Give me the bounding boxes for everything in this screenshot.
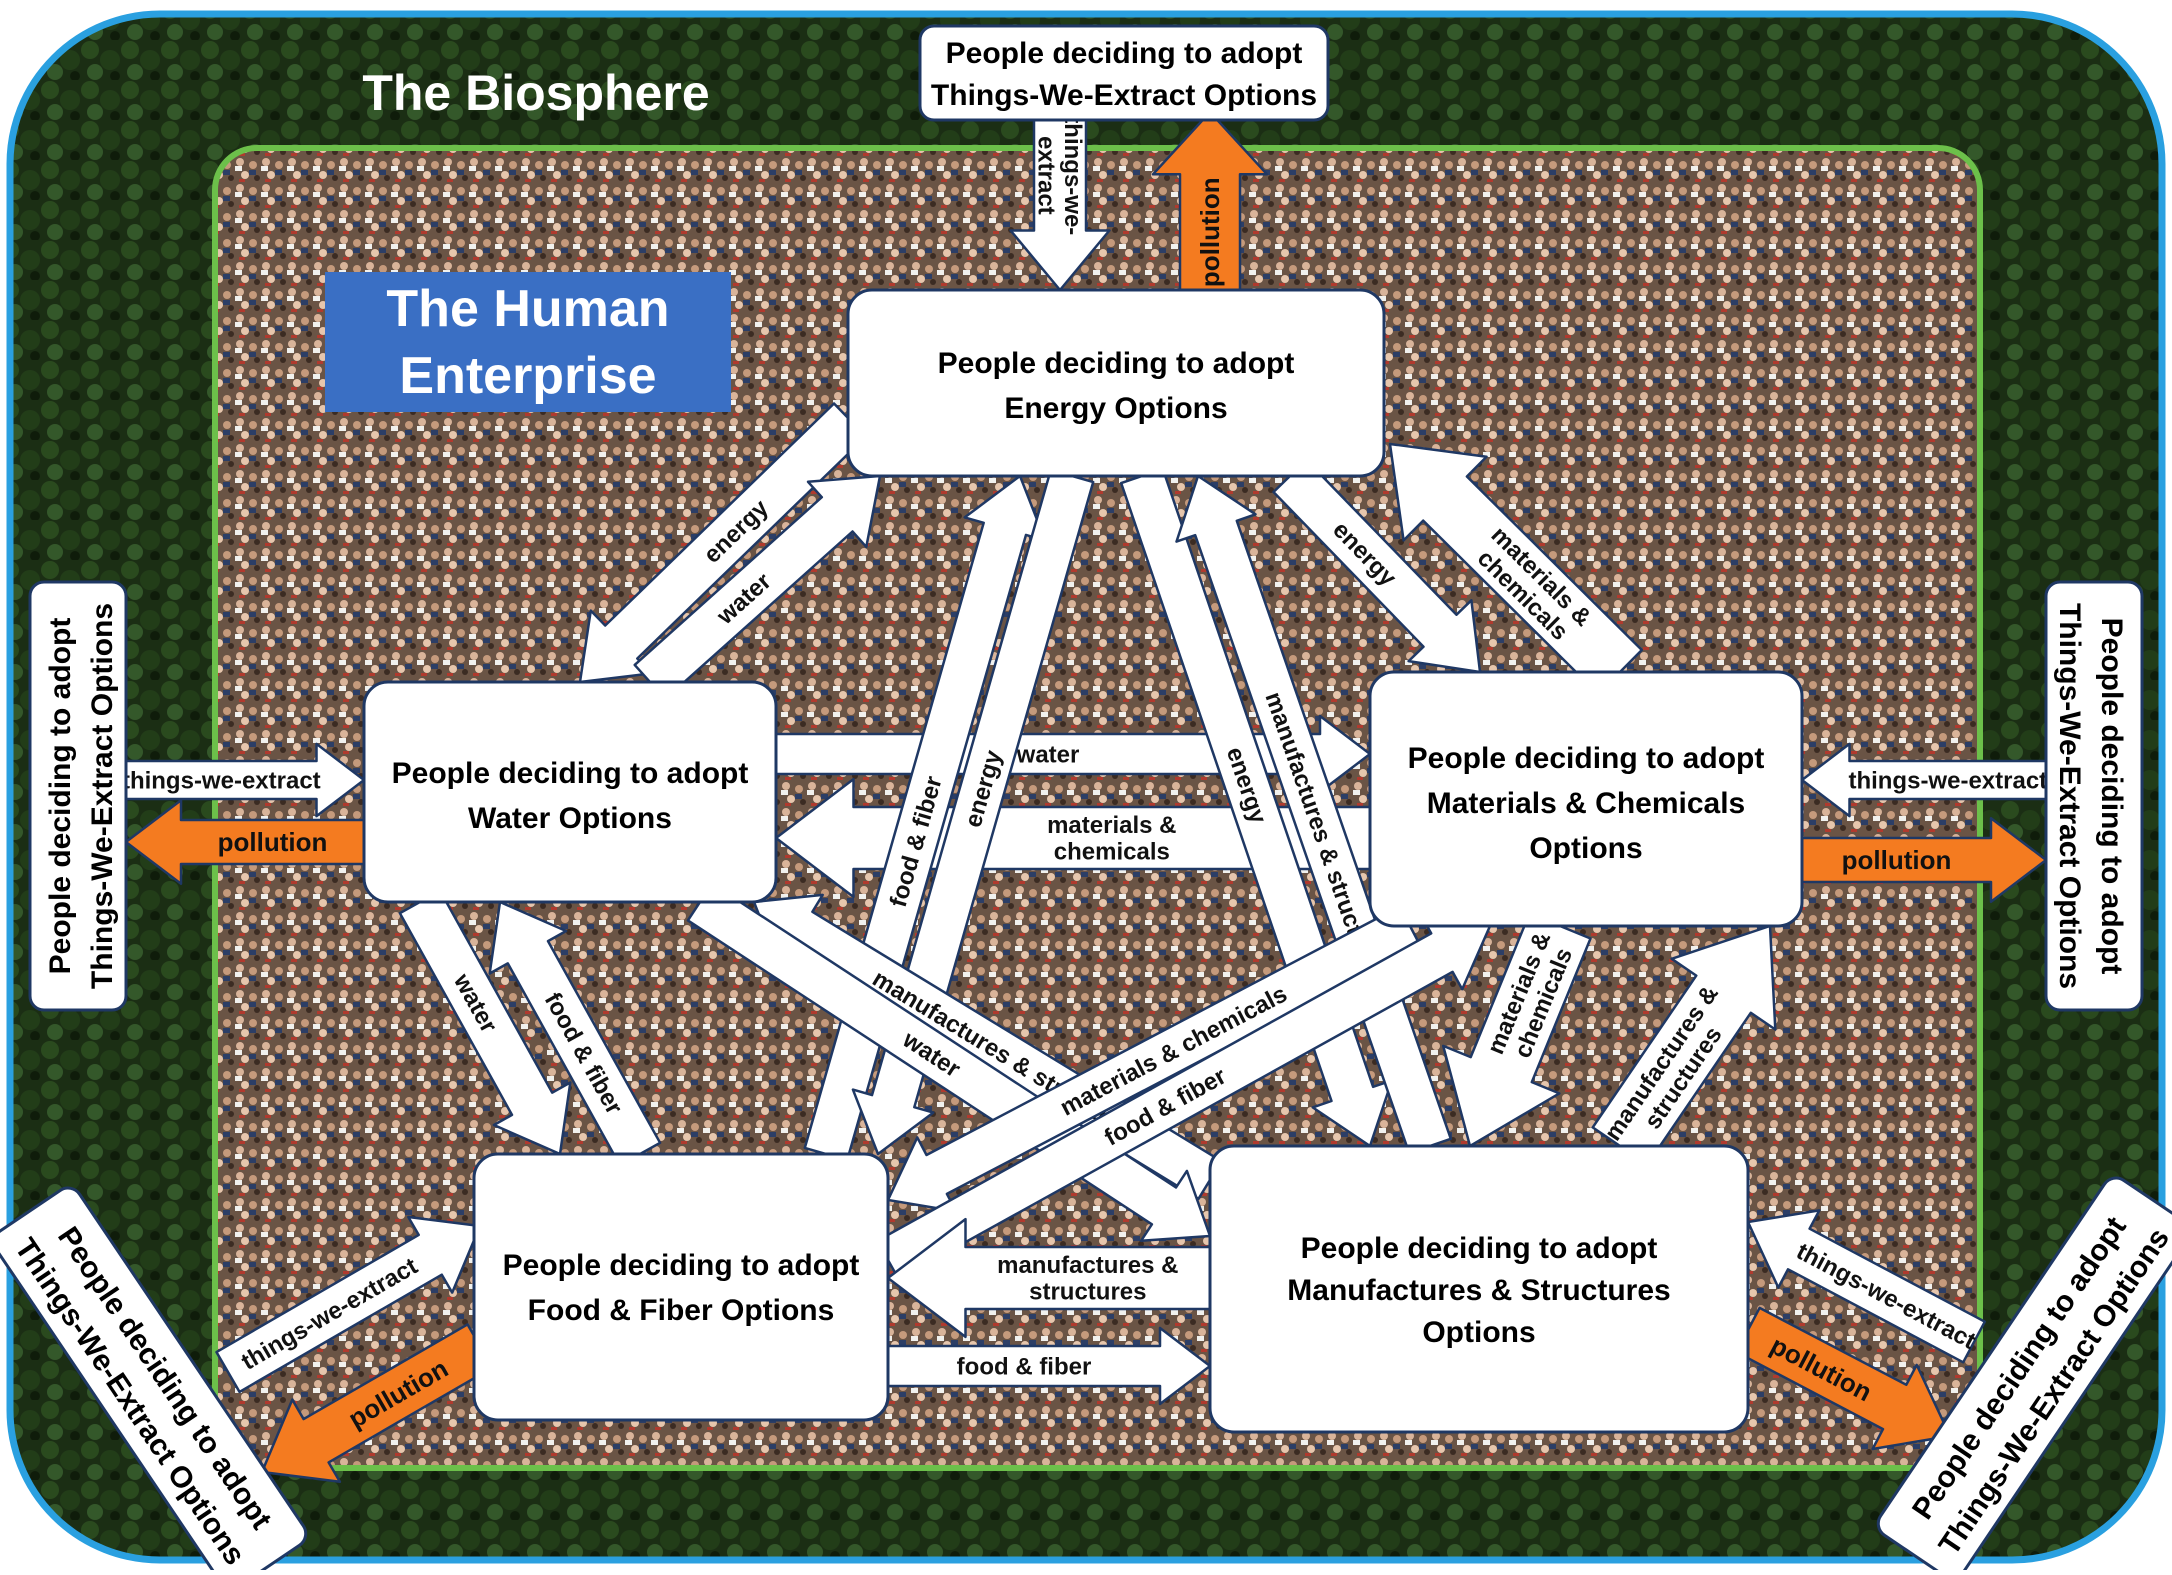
extract-top-line1: People deciding to adopt: [946, 37, 1303, 70]
arrow-right-pollution-shape: [1800, 816, 2048, 904]
node-materials-line1: People deciding to adopt: [1408, 742, 1765, 775]
arrow-energy-to-materials-shape: [1272, 458, 1482, 674]
node-energy: People deciding to adopt Energy Options: [846, 288, 1386, 478]
arrow-left-things-we-extract-label: things-we-extract: [122, 767, 321, 794]
arrow-manufactures-to-food-label: manufactures &: [997, 1252, 1178, 1279]
node-manufactures-line1: People deciding to adopt: [1301, 1232, 1658, 1265]
human-enterprise-title-line1: The Human: [386, 280, 669, 338]
node-materials-chemicals: People deciding to adopt Materials & Che…: [1368, 670, 1804, 928]
arrow-br-things-we-extract-shape: [1746, 1209, 1987, 1364]
arrow-left-pollution: pollution: [124, 798, 366, 886]
arrow-materials-to-water-label: chemicals: [1054, 839, 1170, 866]
arrow-left-pollution-label: pollution: [218, 827, 328, 857]
arrow-food-to-manufactures: food & fiber: [886, 1326, 1212, 1406]
arrow-bl-pollution-shape: [260, 1323, 494, 1484]
arrow-manufactures-to-food-shape: [886, 1217, 1212, 1339]
arrow-right-things-we-extract: things-we-extract: [1800, 742, 2048, 818]
extract-right-line1: People deciding to adopt: [2095, 618, 2128, 975]
node-materials-line3: Options: [1529, 832, 1642, 865]
arrow-bl-things-we-extract-shape: [215, 1215, 482, 1394]
arrow-top-pollution-label: pollution: [1195, 177, 1225, 287]
node-food-line2: Food & Fiber Options: [528, 1294, 835, 1327]
arrow-food-to-manufactures-label: food & fiber: [957, 1353, 1092, 1380]
extract-box-left: People deciding to adopt Things-We-Extra…: [28, 580, 128, 1012]
node-food-line1: People deciding to adopt: [503, 1249, 860, 1282]
arrow-manufactures-to-materials-shape: [1591, 924, 1777, 1166]
node-materials-line2: Materials & Chemicals: [1427, 787, 1745, 820]
human-enterprise-title-line2: Enterprise: [399, 347, 656, 405]
extract-box-right: People deciding to adopt Things-We-Extra…: [2044, 580, 2144, 1012]
extract-left-line1: People deciding to adopt: [44, 618, 77, 975]
extract-box-top: People deciding to adopt Things-We-Extra…: [918, 24, 1330, 122]
biosphere-title: The Biosphere: [362, 65, 709, 121]
arrow-water-to-materials-label: water: [1016, 741, 1080, 768]
arrow-top-things-we-extract: things-we-extract: [1009, 115, 1111, 292]
human-enterprise-title-box: [325, 272, 731, 412]
node-energy-line2: Energy Options: [1004, 392, 1227, 425]
arrow-materials-to-water-label: materials &: [1047, 812, 1176, 839]
arrow-materials-to-energy-shape: [1388, 442, 1644, 696]
arrow-right-pollution-label: pollution: [1842, 845, 1952, 875]
arrow-water-to-food-shape: [398, 889, 572, 1156]
extract-top-line2: Things-We-Extract Options: [931, 79, 1317, 112]
arrow-energy-to-water-shape: [578, 402, 868, 684]
arrow-top-pollution: pollution: [1151, 110, 1269, 292]
arrow-left-things-we-extract: things-we-extract: [122, 742, 366, 818]
arrow-water-to-energy-shape: [633, 474, 882, 701]
arrow-top-things-we-extract-label: extract: [1032, 136, 1059, 215]
arrow-food-to-manufactures-shape: [886, 1326, 1212, 1406]
node-manufactures-structures: People deciding to adopt Manufactures & …: [1208, 1144, 1750, 1434]
arrow-bl-pollution: pollution: [260, 1323, 494, 1484]
arrow-right-things-we-extract-shape: [1800, 742, 2048, 818]
arrow-energy-to-materials: energy: [1272, 458, 1482, 674]
extract-right-line2: Things-We-Extract Options: [2053, 603, 2086, 989]
node-water-line1: People deciding to adopt: [392, 757, 749, 790]
node-water-line2: Water Options: [468, 802, 672, 835]
arrow-right-things-we-extract-label: things-we-extract: [1848, 767, 2047, 794]
node-food-fiber: People deciding to adopt Food & Fiber Op…: [472, 1152, 890, 1422]
arrow-br-pollution-shape: [1735, 1306, 1952, 1451]
arrow-manufactures-to-food: manufactures &structures: [886, 1217, 1212, 1339]
arrow-materials-to-manufactures-shape: [1441, 912, 1592, 1148]
arrow-food-to-water-shape: [488, 900, 662, 1167]
arrow-left-things-we-extract-shape: [124, 742, 366, 818]
arrow-left-pollution-shape: [124, 798, 366, 886]
arrow-top-things-we-extract-label: things-we-: [1059, 115, 1086, 235]
node-manufactures-line3: Options: [1422, 1316, 1535, 1349]
node-water: People deciding to adopt Water Options: [362, 680, 778, 904]
arrow-top-pollution-shape: [1151, 110, 1269, 292]
arrow-right-pollution: pollution: [1800, 816, 2048, 904]
extract-left-line2: Things-We-Extract Options: [86, 603, 119, 989]
arrow-manufactures-to-food-label: structures: [1029, 1279, 1146, 1306]
node-manufactures-line2: Manufactures & Structures: [1287, 1274, 1670, 1307]
arrow-top-things-we-extract-shape: [1009, 118, 1111, 292]
node-energy-line1: People deciding to adopt: [938, 347, 1295, 380]
